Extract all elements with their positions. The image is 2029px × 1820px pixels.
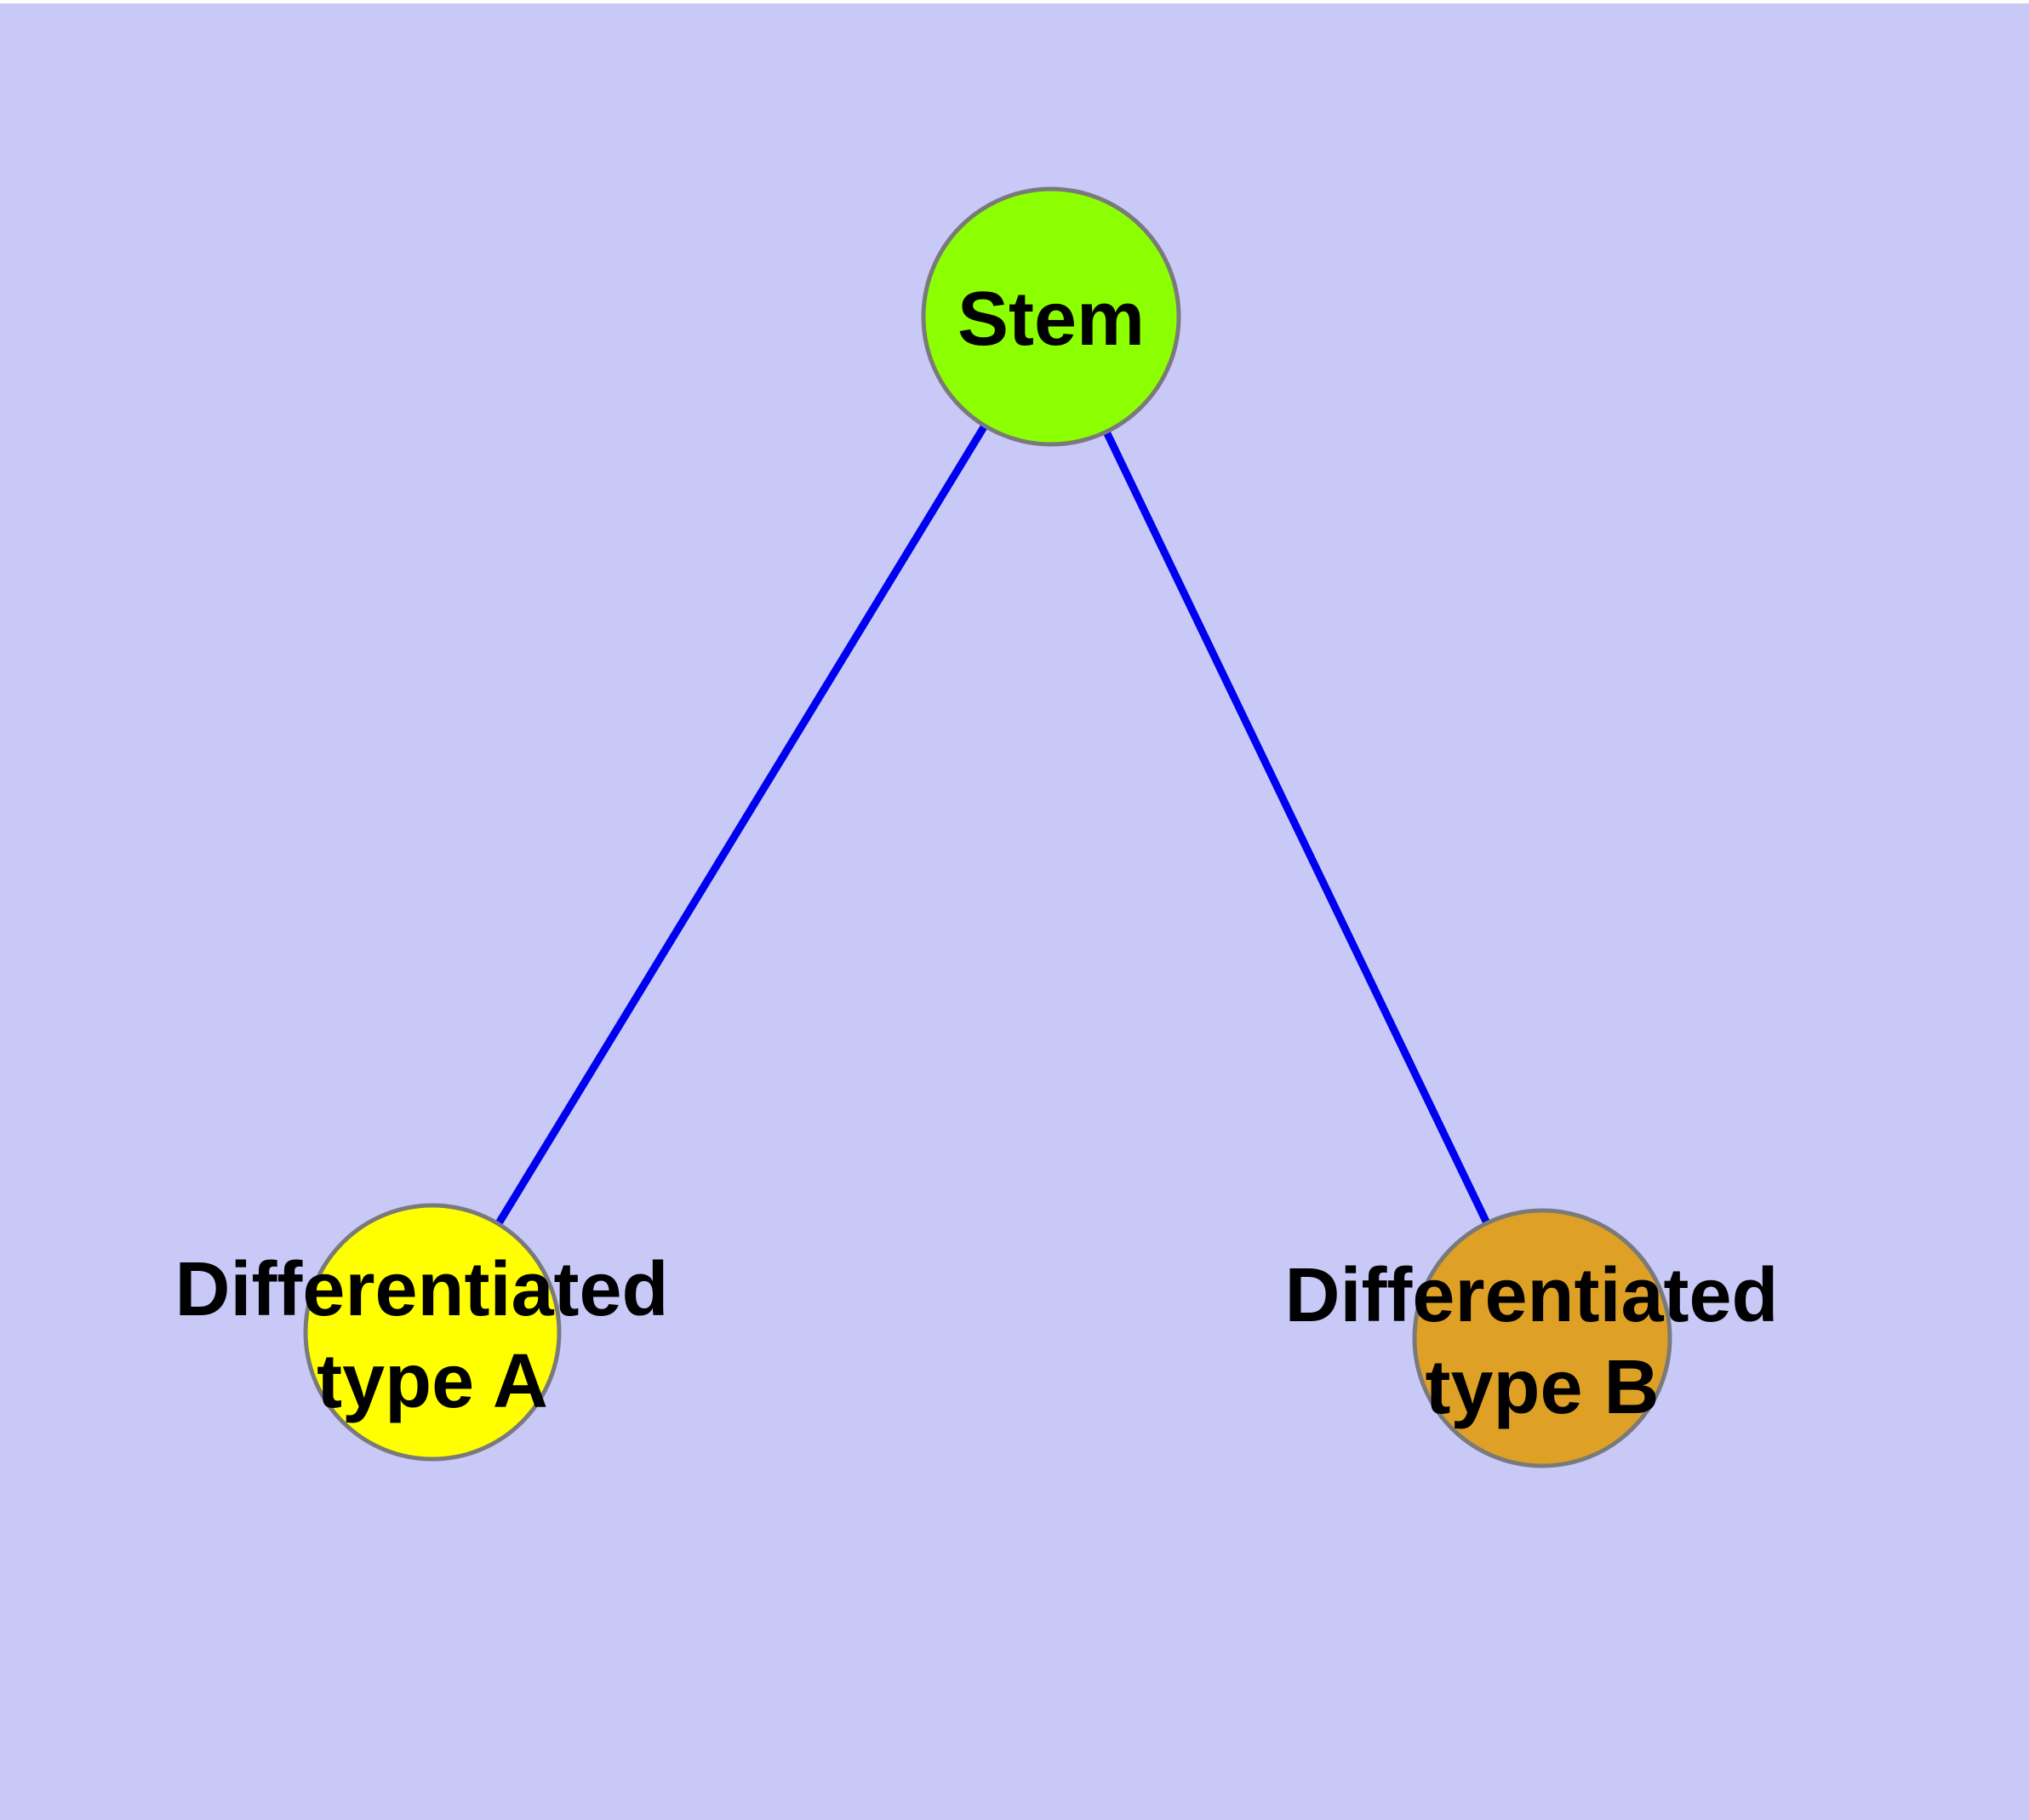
node-type-b-label: Differentiated type B (1284, 1253, 1799, 1430)
edge-stem-to-type-b (1047, 315, 1546, 1340)
node-type-a-label-line2: type A (317, 1339, 548, 1424)
edge-stem-to-type-a (429, 314, 1055, 1335)
node-stem-label: Stem (957, 277, 1145, 362)
node-differentiated-type-a (303, 1203, 562, 1462)
node-differentiated-type-b (1412, 1208, 1672, 1468)
node-type-a-label-line1: Differentiated (174, 1247, 668, 1332)
node-type-b-label-line2: type B (1425, 1345, 1659, 1430)
node-type-b-label-line1: Differentiated (1284, 1253, 1778, 1338)
node-type-a-label: Differentiated type A (174, 1247, 689, 1424)
node-stem (921, 186, 1181, 447)
